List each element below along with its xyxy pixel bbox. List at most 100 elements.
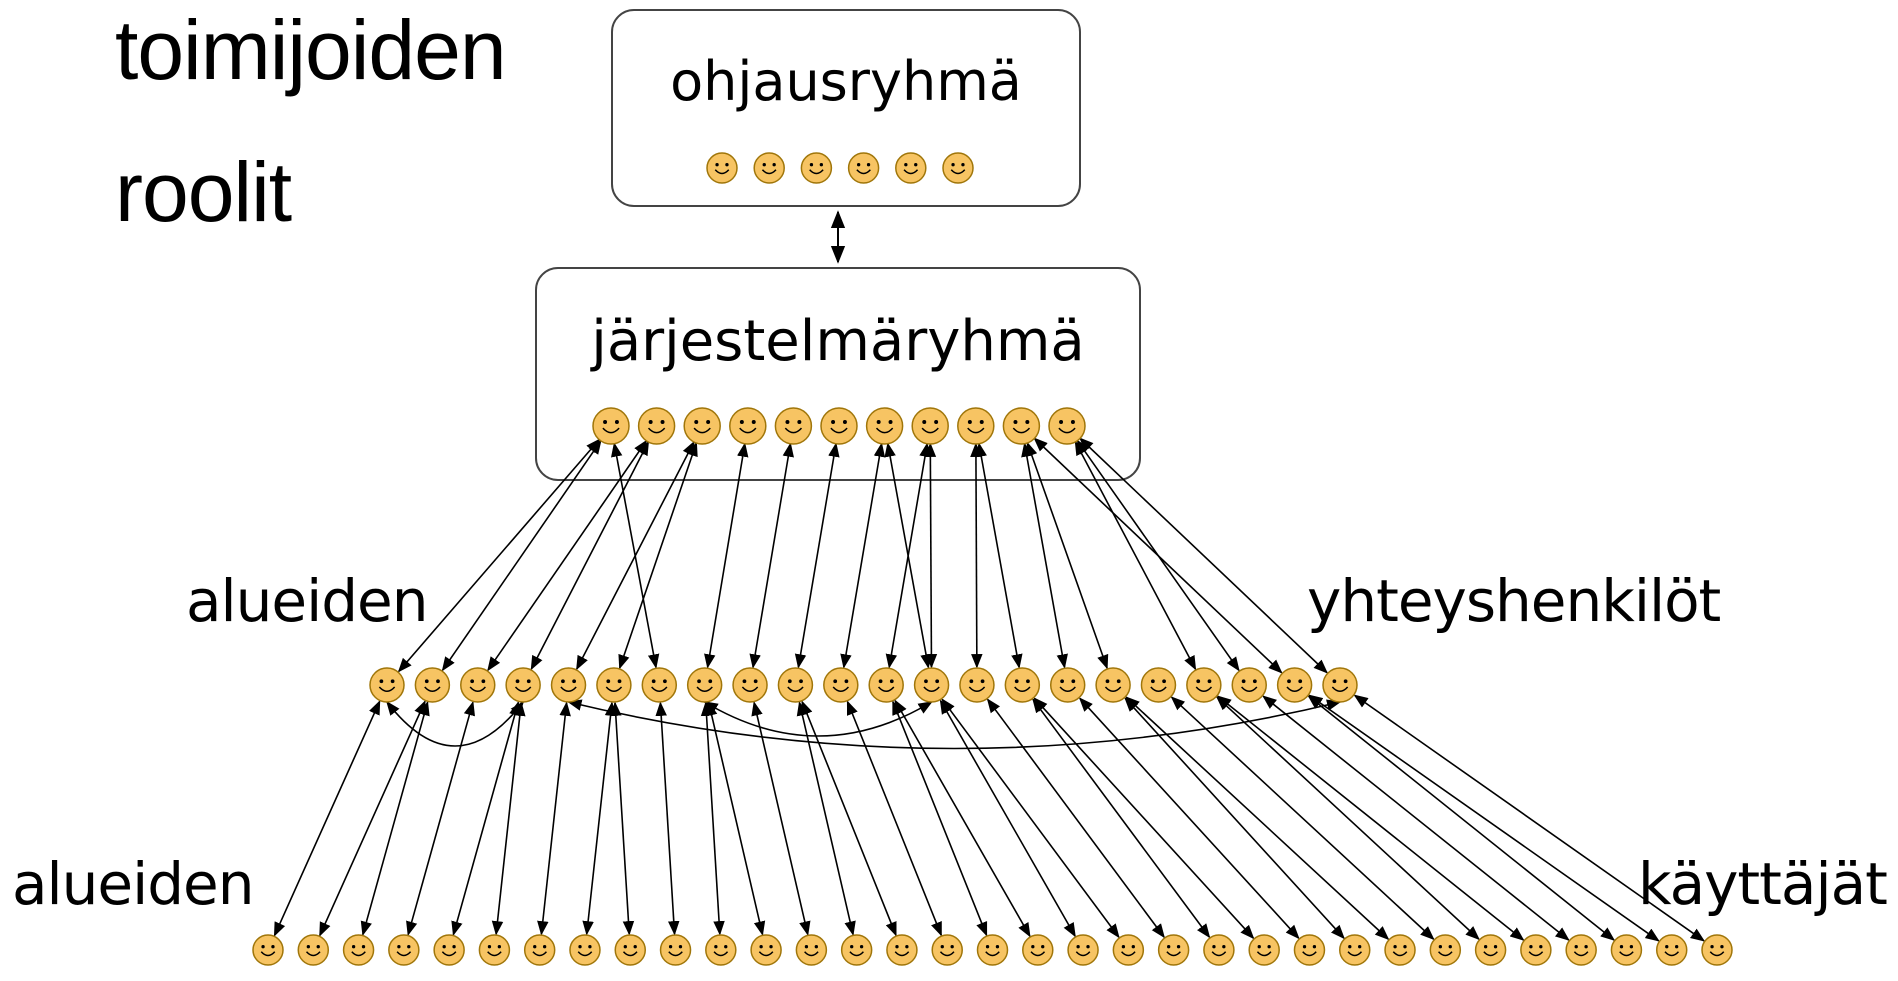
contact-person-icon	[1322, 667, 1358, 703]
contact-contact-link	[386, 700, 525, 747]
contact-user-link	[610, 701, 635, 936]
contact-person-icon	[732, 667, 768, 703]
user-icon	[840, 934, 873, 966]
user-icon	[1520, 934, 1552, 966]
contact-user-link	[941, 698, 1120, 939]
contact-person-icon	[596, 667, 632, 703]
system-contact-link	[794, 442, 840, 669]
system-member-icon	[1048, 407, 1086, 445]
user-icon	[659, 934, 692, 966]
label-regional-users-prefix: alueiden	[12, 850, 254, 918]
system-contact-link	[611, 442, 660, 669]
contact-person-icon	[369, 667, 405, 703]
system-member-icon	[865, 407, 904, 445]
contact-user-link	[537, 701, 571, 936]
contact-person-icon	[550, 667, 587, 703]
user-icon	[342, 934, 375, 966]
system-member-icon	[729, 407, 767, 445]
user-icon	[1293, 934, 1326, 966]
user-icon	[1157, 934, 1190, 966]
contact-user-link	[582, 701, 617, 936]
contact-user-link	[846, 700, 942, 937]
contact-user-link	[655, 701, 680, 936]
user-icon	[1112, 934, 1145, 966]
system-contact-link	[884, 442, 932, 669]
connection-lines	[273, 437, 1706, 942]
contact-person-icon	[1004, 667, 1041, 703]
contact-user-link	[939, 699, 1076, 938]
system-contact-link	[1074, 440, 1197, 671]
user-icon	[976, 934, 1009, 966]
contact-person-icon	[959, 667, 995, 703]
user-icon	[1474, 934, 1507, 966]
contact-contact-link	[567, 699, 1342, 750]
contact-user-link	[706, 701, 766, 936]
contact-person-icon	[868, 667, 904, 703]
contact-person-icon	[823, 667, 859, 703]
system-contact-link	[1033, 437, 1283, 674]
user-icon	[614, 934, 646, 966]
user-icon	[569, 934, 601, 966]
contact-person-icon	[460, 667, 496, 703]
contact-contact-link	[703, 701, 933, 737]
contact-user-link	[700, 701, 725, 936]
contact-person-icon	[686, 667, 723, 703]
user-icon	[1565, 934, 1597, 966]
title-line-2: roolit	[115, 145, 292, 239]
contact-user-link	[273, 700, 381, 937]
user-icon	[388, 934, 420, 966]
user-icon	[1203, 934, 1235, 966]
contact-user-link	[894, 699, 1031, 938]
label-contact-persons: yhteyshenkilöt	[1307, 567, 1721, 635]
label-regional-contacts-prefix: alueiden	[186, 567, 428, 635]
system-contact-link	[441, 439, 602, 672]
contact-user-link	[1353, 694, 1706, 942]
system-member-icon	[820, 407, 858, 445]
user-icon	[705, 934, 737, 966]
system-member-icon	[637, 407, 676, 445]
contact-user-link	[892, 700, 988, 937]
user-icon	[1067, 934, 1099, 966]
steering-member-icon	[895, 152, 927, 184]
contact-user-link	[796, 701, 856, 936]
system-member-icon	[774, 407, 813, 445]
system-member-icon	[683, 407, 721, 445]
system-contact-link	[975, 442, 1023, 669]
contact-user-link	[1307, 695, 1616, 941]
user-icon	[1384, 934, 1416, 966]
contact-user-link	[1032, 698, 1211, 939]
contact-person-icon	[1049, 667, 1086, 703]
steering-member-icon	[800, 152, 833, 184]
contact-user-link	[1033, 697, 1255, 940]
system-contact-link	[1079, 437, 1328, 674]
user-icon	[886, 934, 918, 966]
steering-member-icon	[942, 152, 974, 184]
contact-user-link	[1216, 695, 1525, 941]
system-group-label: järjestelmäryhmä	[589, 309, 1084, 374]
system-member-icon	[1002, 407, 1041, 445]
user-icon	[433, 934, 465, 966]
contact-person-icon	[414, 667, 451, 703]
contact-person-icon	[1276, 667, 1313, 703]
steering-member-icon	[753, 152, 785, 184]
steering-member-icon	[706, 152, 738, 184]
system-contact-link	[397, 438, 601, 673]
system-contact-link	[749, 442, 794, 669]
user-icon	[1248, 934, 1280, 966]
title-line-1: toimijoiden	[115, 3, 507, 97]
user-icon	[523, 934, 556, 966]
contact-person-icon	[913, 667, 950, 703]
user-icon	[1429, 934, 1462, 966]
contact-user-link	[1262, 695, 1570, 941]
user-icon	[252, 934, 284, 966]
system-contact-link	[704, 442, 749, 669]
system-contact-link	[840, 442, 886, 669]
user-icon	[750, 934, 782, 966]
user-icon	[1022, 934, 1054, 966]
user-icon	[931, 934, 963, 966]
contact-person-icon	[1140, 667, 1177, 703]
steering-member-icon	[847, 152, 880, 184]
system-member-icon	[957, 407, 995, 445]
contact-person-icon	[641, 667, 678, 703]
contact-person-icon	[777, 667, 814, 703]
